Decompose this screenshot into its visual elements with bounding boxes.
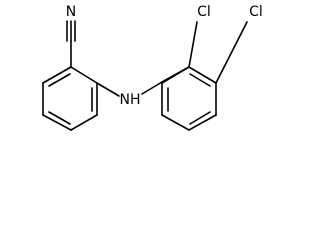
bond-nh-to-ch2 — [141, 81, 163, 95]
bond-b6-b1 — [161, 66, 190, 84]
bond-ring-to-cl-3 — [215, 21, 248, 84]
chlorine-2-label: Cl — [197, 4, 211, 20]
nitrile-group: N — [66, 4, 76, 68]
bond-a4-a5 — [42, 114, 72, 131]
dichlorophenyl-ring — [161, 66, 217, 131]
double-bond-b1-b2 — [189, 73, 211, 87]
structure-canvas: N NH Cl Cl — [42, 4, 263, 131]
bond-a1-a2 — [70, 66, 98, 84]
nitrile-nitrogen-label: N — [66, 4, 76, 20]
double-bond-b3-b4 — [189, 111, 211, 125]
bond-a6-a1 — [42, 66, 72, 84]
amine-label: NH — [120, 92, 141, 108]
double-bond-a6-a1 — [48, 73, 71, 87]
bond-b3-b4 — [188, 114, 217, 131]
amine-linker: NH — [96, 66, 190, 108]
bond-ring-to-cl-2 — [188, 21, 198, 68]
bond-b1-b2 — [188, 66, 217, 84]
chemical-structure-diagram: N NH Cl Cl — [42, 4, 263, 131]
bond-ring-to-nh — [96, 82, 120, 97]
double-bond-a4-a5 — [48, 111, 71, 125]
chlorine-substituents: Cl Cl — [188, 4, 263, 84]
bond-a3-a4 — [70, 114, 98, 131]
bond-b4-b5 — [161, 114, 190, 131]
chlorine-3-label: Cl — [249, 4, 263, 20]
benzonitrile-ring — [42, 66, 98, 131]
